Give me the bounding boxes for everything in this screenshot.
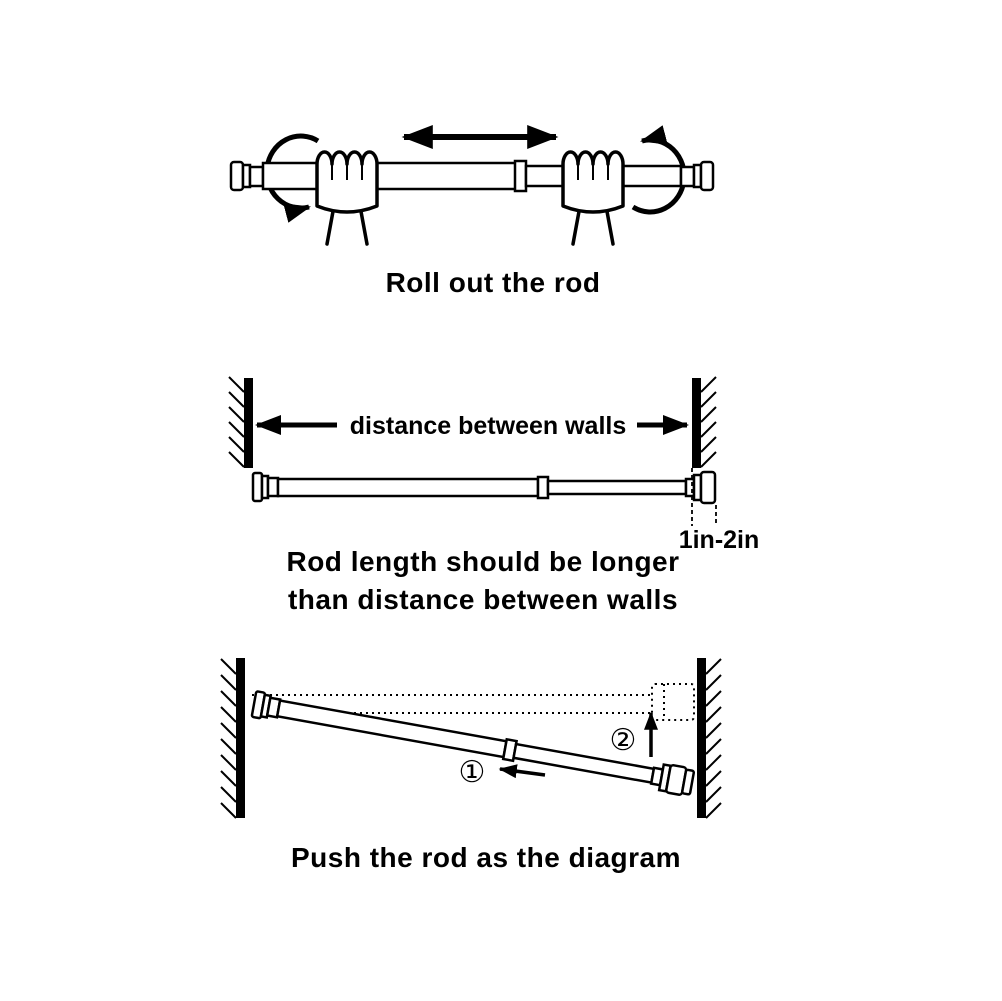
wall-hatch: [220, 658, 237, 819]
distance-label: distance between walls: [350, 412, 627, 440]
push-step1-arrow-icon: [498, 764, 546, 779]
telescopic-rod-icon: [229, 159, 715, 193]
left-wall-icon: [228, 376, 253, 468]
distance-label-backing: [337, 407, 637, 441]
panel-rod-length: distance between walls 1in-2in Rod lengt…: [228, 376, 760, 615]
right-wall-icon: [692, 376, 717, 468]
push-caption: Push the rod as the diagram: [291, 842, 681, 873]
tilted-rod-icon: [250, 690, 696, 796]
wall-hatch: [228, 376, 245, 468]
panel-push-rod: ① ② Push the rod as the diagram: [220, 658, 722, 873]
wall-hatch: [705, 658, 722, 819]
left-wall-icon: [220, 658, 245, 819]
step1-marker: ①: [459, 755, 486, 790]
panel-roll-out: Roll out the rod: [229, 125, 715, 298]
overlap-measure-icon: [691, 468, 717, 526]
roll-out-caption: Roll out the rod: [386, 267, 601, 298]
length-caption-line1: Rod length should be longer: [286, 546, 679, 577]
telescopic-rod-icon: [251, 470, 717, 505]
left-hand-icon: [315, 150, 379, 246]
step2-marker: ②: [610, 723, 637, 758]
right-wall-icon: [697, 658, 722, 819]
right-hand-icon: [561, 150, 625, 246]
wall-hatch: [700, 376, 717, 468]
length-caption-line2: than distance between walls: [288, 584, 678, 615]
overlap-label: 1in-2in: [679, 526, 760, 554]
